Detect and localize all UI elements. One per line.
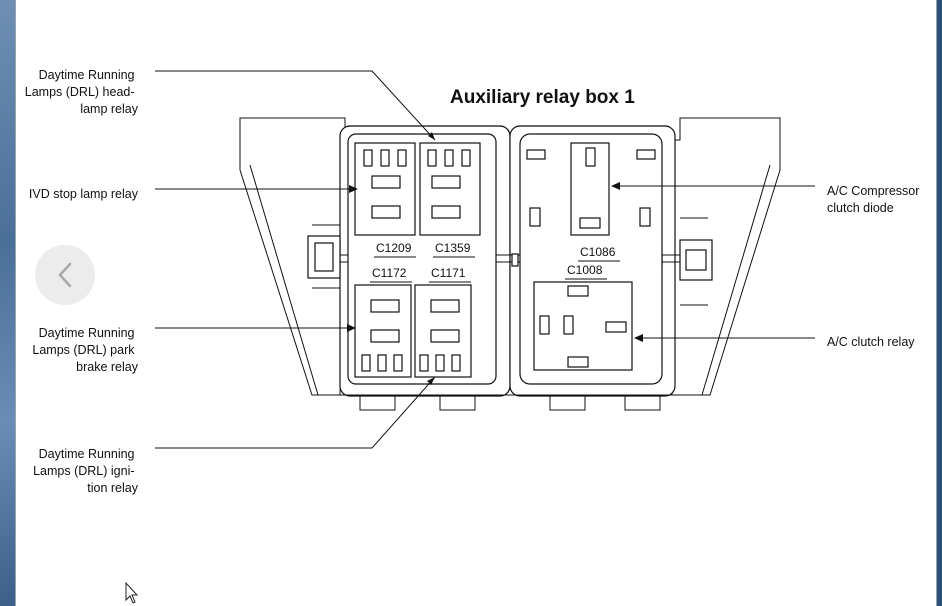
- diagram-title: Auxiliary relay box 1: [450, 87, 635, 108]
- right-callouts: A/C Compressor clutch diode A/C clutch r…: [611, 182, 923, 349]
- connector-labels: C1209 C1359 C1172 C1171 C1086 C1008: [370, 241, 620, 283]
- connector-c1359: C1359: [435, 241, 471, 255]
- label-drl-park-brake-relay: Daytime Running Lamps (DRL) park brake r…: [32, 326, 138, 374]
- mouse-cursor-icon: [125, 581, 139, 604]
- right-relay-panel: [519, 133, 663, 385]
- connector-c1209: C1209: [376, 241, 412, 255]
- connector-c1086: C1086: [580, 245, 616, 259]
- left-relay-panel: [347, 133, 497, 385]
- label-drl-ignition-relay: Daytime Running Lamps (DRL) igni- tion r…: [33, 447, 139, 495]
- chevron-left-icon: [58, 262, 72, 288]
- label-ac-compressor-clutch-diode: A/C Compressor clutch diode: [827, 184, 923, 215]
- label-drl-headlamp-relay: Daytime Running Lamps (DRL) head- lamp r…: [25, 68, 139, 116]
- background-strip: [0, 0, 15, 606]
- label-ivd-stop-lamp-relay: IVD stop lamp relay: [29, 187, 139, 201]
- label-ac-clutch-relay: A/C clutch relay: [827, 335, 915, 349]
- connector-c1171: C1171: [431, 266, 466, 280]
- window-edge: [937, 0, 942, 606]
- connector-c1172: C1172: [372, 266, 407, 280]
- previous-image-button[interactable]: [35, 245, 95, 305]
- connector-c1008: C1008: [567, 263, 603, 277]
- relay-box-housing: [239, 117, 781, 411]
- left-callouts: Daytime Running Lamps (DRL) head- lamp r…: [25, 68, 436, 495]
